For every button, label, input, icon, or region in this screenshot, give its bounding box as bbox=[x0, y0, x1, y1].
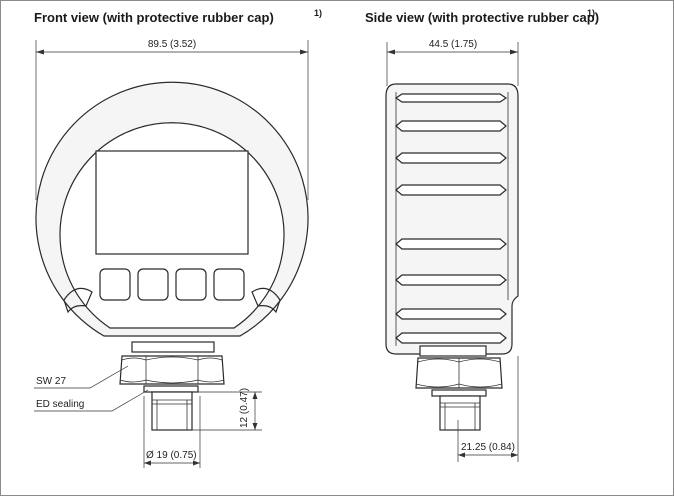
cap-tab-left bbox=[63, 287, 93, 314]
side-bottom-arrow-right bbox=[511, 452, 518, 458]
sealing-leader bbox=[34, 389, 149, 412]
side-view-note-ref: 1) bbox=[587, 8, 595, 18]
front-width-arrow-right bbox=[300, 49, 308, 55]
front-view-title: Front view (with protective rubber cap) bbox=[34, 10, 274, 25]
diameter-arrow-right bbox=[193, 460, 200, 466]
thread-height-arrow-top bbox=[252, 392, 258, 399]
cooling-fin-3 bbox=[395, 152, 507, 164]
thread-connection bbox=[151, 391, 193, 431]
side-view: 44.5 (1.75) 21.25 ( bbox=[385, 39, 519, 462]
side-sealing-ring bbox=[431, 389, 487, 397]
sw-label: SW 27 bbox=[36, 376, 66, 387]
cap-tab-right bbox=[251, 287, 281, 314]
cooling-fin-7 bbox=[395, 308, 507, 320]
cooling-fin-6 bbox=[395, 274, 507, 286]
diameter-label: Ø 19 (0.75) bbox=[146, 450, 197, 461]
thread-height-label: 12 (0.47) bbox=[239, 388, 250, 428]
front-view-note-ref: 1) bbox=[314, 8, 322, 18]
cooling-fin-8 bbox=[395, 332, 507, 344]
housing-neck bbox=[131, 341, 215, 353]
side-depth-label: 44.5 (1.75) bbox=[429, 39, 477, 50]
display-window bbox=[95, 150, 249, 255]
sealing-label: ED sealing bbox=[36, 399, 84, 410]
thread-height-arrow-bottom bbox=[252, 423, 258, 430]
side-hex-nut-chamfer-bottom bbox=[415, 383, 503, 388]
side-thread-connection bbox=[439, 395, 481, 431]
diameter-arrow-left bbox=[144, 460, 151, 466]
key-1 bbox=[99, 268, 131, 301]
ed-sealing-ring bbox=[143, 385, 199, 393]
side-housing-neck bbox=[419, 345, 487, 357]
key-4 bbox=[213, 268, 245, 301]
side-bottom-arrow-left bbox=[458, 452, 465, 458]
side-bottom-label: 21.25 (0.84) bbox=[461, 442, 515, 453]
hex-nut-chamfer-bottom bbox=[119, 379, 225, 384]
cooling-fin-5 bbox=[395, 238, 507, 250]
front-view: 89.5 (3.52) bbox=[34, 39, 309, 468]
cooling-fin-4 bbox=[395, 184, 507, 196]
hex-nut-chamfer-top bbox=[121, 356, 223, 361]
side-view-title: Side view (with protective rubber cap) bbox=[365, 10, 599, 25]
front-width-arrow-left bbox=[36, 49, 44, 55]
side-depth-arrow-right bbox=[510, 49, 518, 55]
key-3 bbox=[175, 268, 207, 301]
hex-nut bbox=[119, 355, 225, 385]
front-width-label: 89.5 (3.52) bbox=[148, 39, 196, 50]
cooling-fin-2 bbox=[395, 120, 507, 132]
cooling-fin-1 bbox=[394, 93, 508, 103]
sw-leader bbox=[34, 365, 129, 389]
side-rubber-cap bbox=[385, 83, 519, 355]
key-2 bbox=[137, 268, 169, 301]
side-depth-arrow-left bbox=[387, 49, 395, 55]
side-hex-nut-chamfer-top bbox=[417, 358, 501, 363]
